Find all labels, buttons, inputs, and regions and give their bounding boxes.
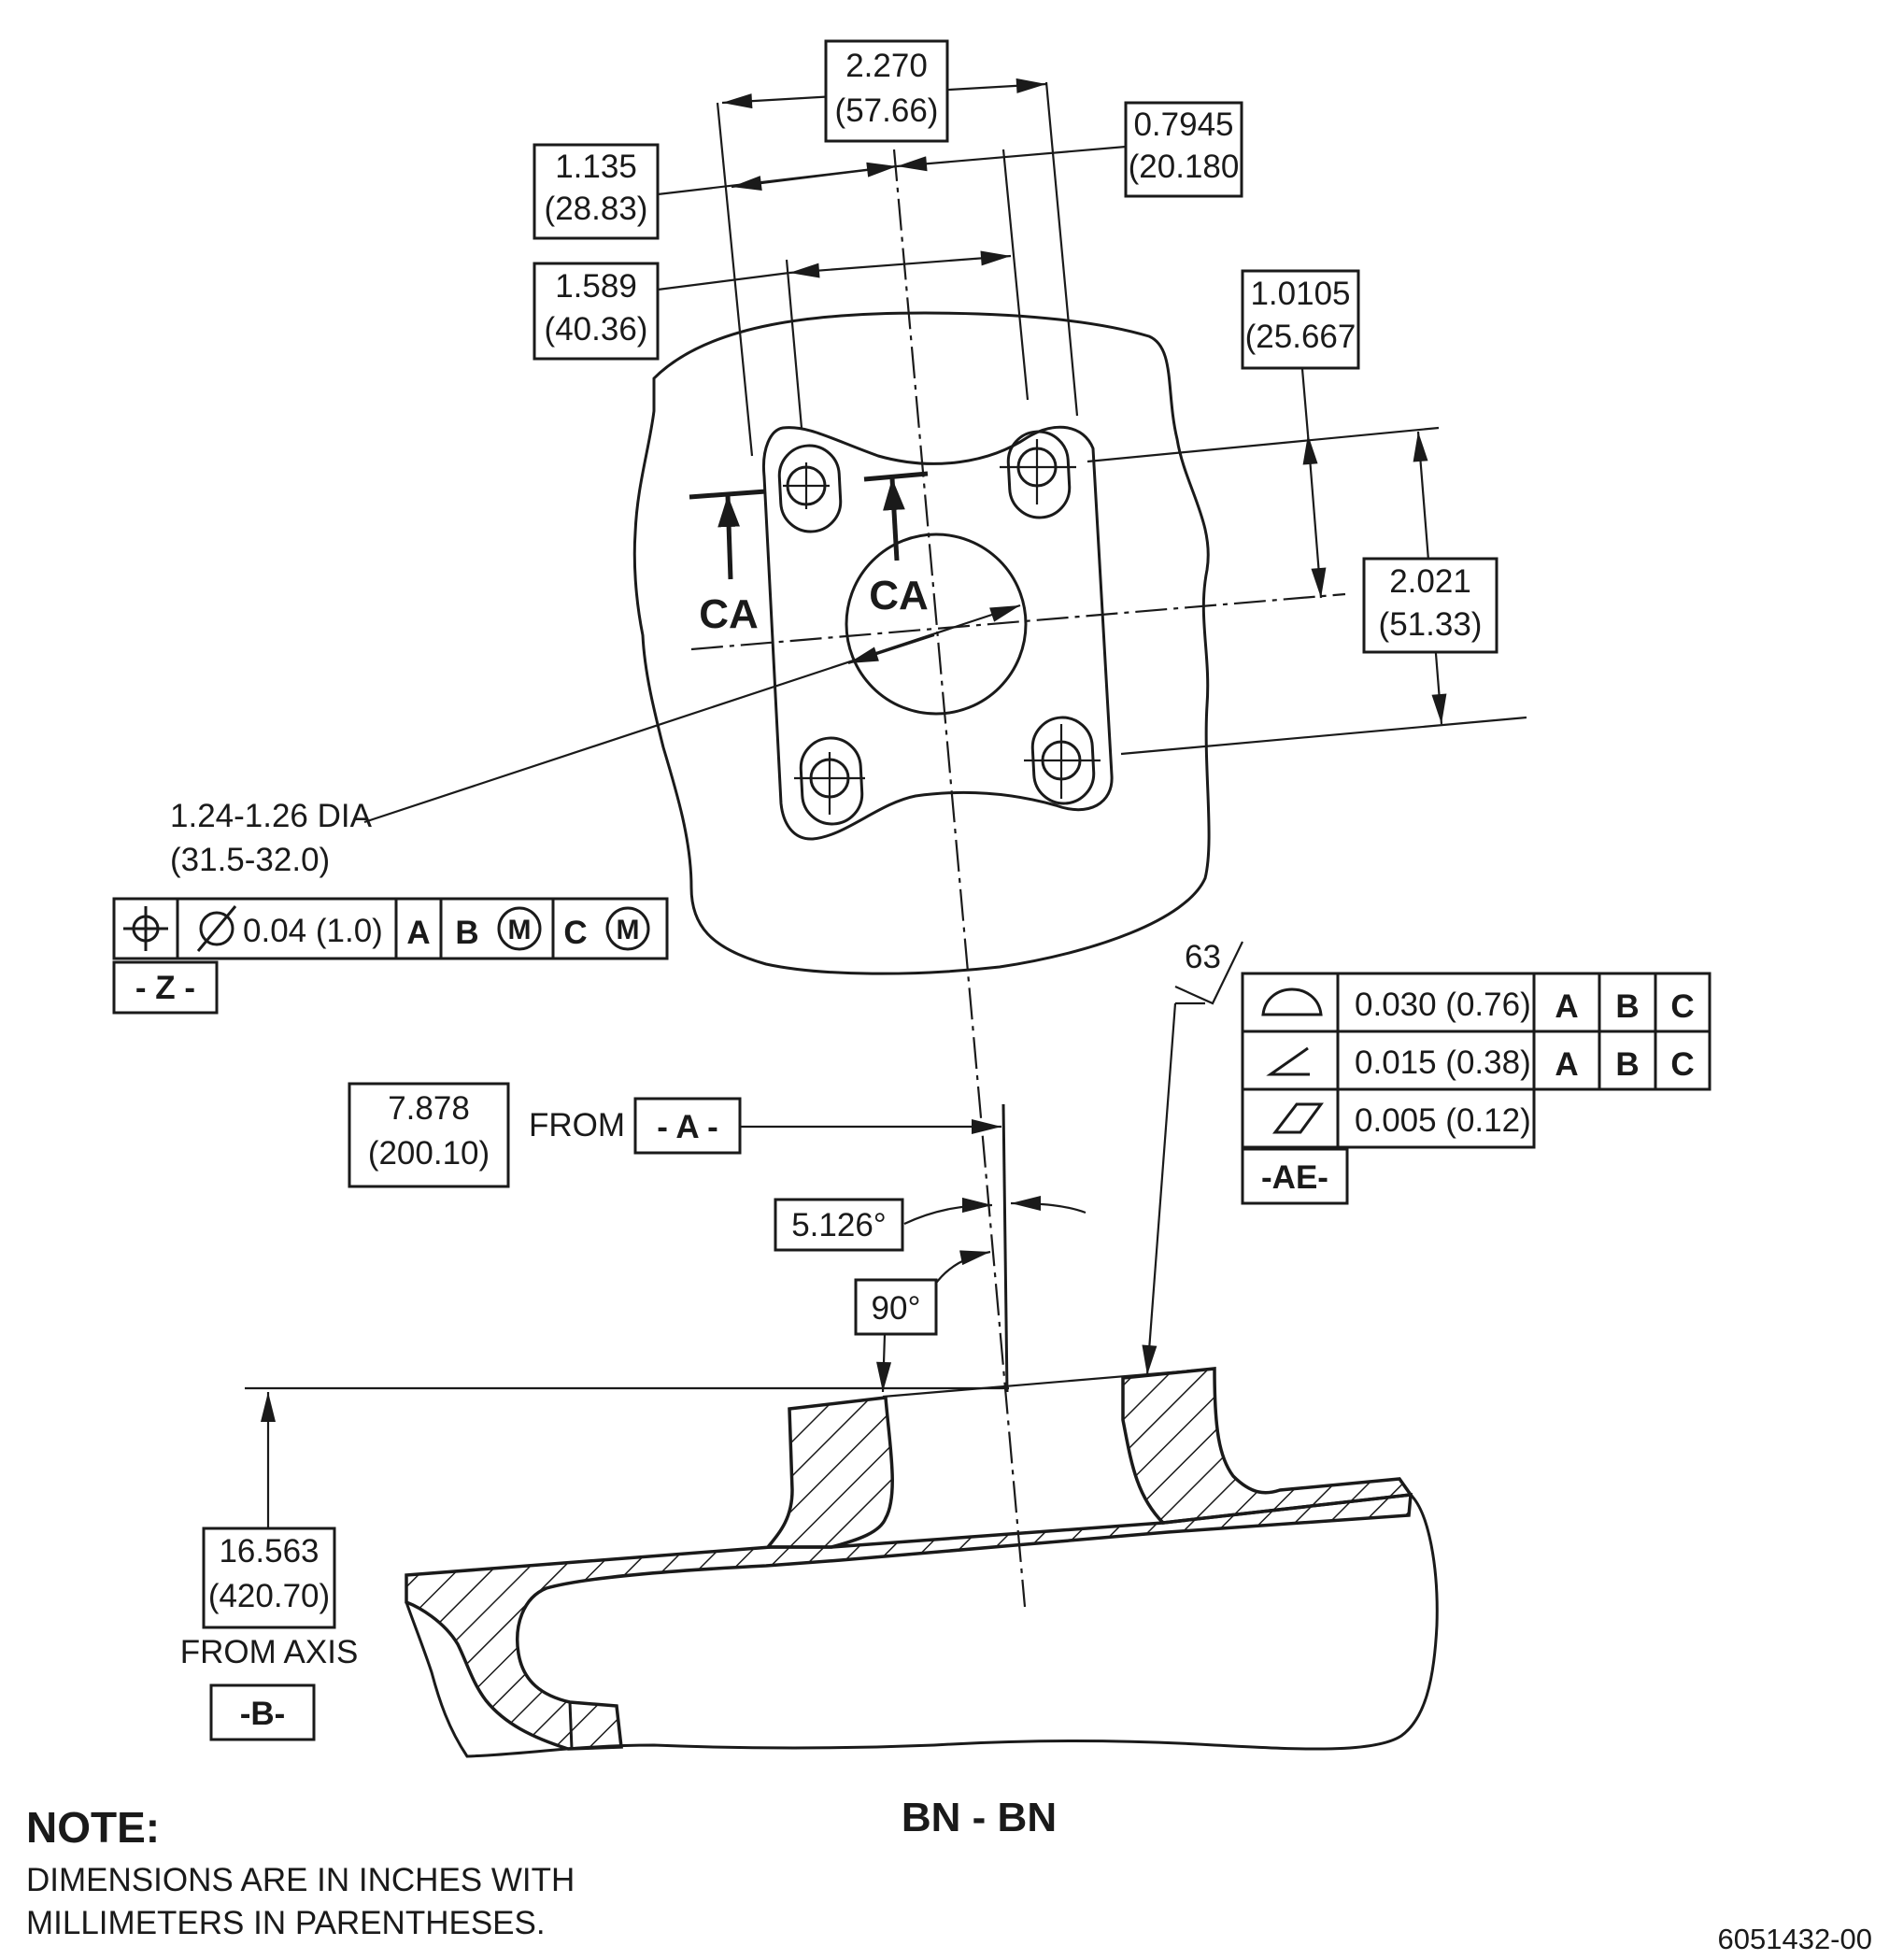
central-bore bbox=[845, 533, 1028, 716]
boss-right-section bbox=[1121, 1367, 1414, 1525]
datum-ae-label: -AE- bbox=[1261, 1159, 1328, 1196]
drawing-number: 6051432-00 bbox=[1718, 1923, 1873, 1955]
dim-2021-in: 2.021 bbox=[1389, 563, 1471, 600]
fcf-row1-datum-a: A bbox=[1555, 988, 1578, 1025]
dim-10105-mm: (25.667 bbox=[1245, 319, 1356, 355]
bore-dia-label: 1.24-1.26 DIA bbox=[170, 798, 373, 834]
fcf-row2-tolerance: 0.015 (0.38) bbox=[1355, 1044, 1531, 1081]
section-title: BN - BN bbox=[902, 1795, 1057, 1840]
dim-1135-in: 1.135 bbox=[555, 149, 637, 185]
angle-90: 90° bbox=[872, 1290, 921, 1327]
fcf-row1-datum-c: C bbox=[1670, 988, 1694, 1025]
dim-1589-in: 1.589 bbox=[555, 268, 637, 305]
from-axis-label: FROM AXIS bbox=[180, 1634, 359, 1670]
dim-1135-mm: (28.83) bbox=[545, 191, 648, 227]
position-datum-b: B bbox=[455, 915, 478, 951]
position-fcf: 0.04 (1.0) A B M C M bbox=[112, 897, 669, 960]
bolt-hole-bottom-left bbox=[794, 736, 865, 826]
bolt-hole-top-right bbox=[1000, 430, 1076, 519]
housing-outline bbox=[405, 1493, 1439, 1758]
flange-pad-outline bbox=[761, 425, 1114, 841]
cutting-plane-label-left: CA bbox=[699, 591, 759, 637]
casting-outline bbox=[632, 311, 1211, 975]
dim-07945-mm: (20.180 bbox=[1129, 149, 1240, 185]
dim-1589-mm: (40.36) bbox=[545, 311, 648, 348]
datum-a-label: - A - bbox=[657, 1109, 717, 1145]
fcf-row3-tolerance: 0.005 (0.12) bbox=[1355, 1102, 1531, 1139]
position-datum-a: A bbox=[406, 915, 430, 951]
vertical-centerline bbox=[892, 149, 1027, 1608]
surface-finish-icon bbox=[1174, 941, 1243, 1005]
note-line-1: DIMENSIONS ARE IN INCHES WITH bbox=[26, 1862, 575, 1898]
bore-dia-mm: (31.5-32.0) bbox=[170, 842, 330, 878]
position-tolerance: 0.04 (1.0) bbox=[243, 913, 383, 949]
mmc-modifier-icon-2 bbox=[605, 906, 650, 951]
diameter-symbol-icon bbox=[196, 905, 237, 952]
fcf-row1-datum-b: B bbox=[1615, 988, 1639, 1025]
from-label: FROM bbox=[529, 1107, 625, 1143]
flange-plan-view bbox=[363, 78, 1527, 1608]
horizontal-centerline bbox=[690, 592, 1346, 651]
angle-5126: 5.126° bbox=[791, 1207, 887, 1243]
dim-16563-mm: (420.70) bbox=[208, 1578, 330, 1614]
profile-fcf: 0.030 (0.76) A B C 0.015 (0.38) A B C 0.… bbox=[1241, 972, 1711, 1149]
dim-2270-mm: (57.66) bbox=[835, 92, 939, 129]
datum-b-label: -B- bbox=[240, 1696, 286, 1732]
flatness-icon bbox=[1271, 1102, 1324, 1134]
bolt-hole-top-left bbox=[777, 444, 843, 533]
note-line-2: MILLIMETERS IN PARENTHESES. bbox=[26, 1905, 546, 1941]
dim-10105-in: 1.0105 bbox=[1250, 276, 1350, 312]
note-heading: NOTE: bbox=[26, 1803, 160, 1852]
fcf-row1-tolerance: 0.030 (0.76) bbox=[1355, 987, 1531, 1023]
fcf-row2-datum-b: B bbox=[1615, 1046, 1639, 1083]
cutting-plane-label-right: CA bbox=[869, 573, 929, 618]
fcf-row2-datum-a: A bbox=[1555, 1046, 1578, 1083]
wall-section bbox=[405, 1493, 1413, 1751]
angularity-icon bbox=[1266, 1046, 1310, 1076]
position-symbol-icon bbox=[123, 906, 168, 951]
dim-16563-in: 16.563 bbox=[219, 1533, 319, 1569]
position-modifier-c: M bbox=[617, 915, 640, 945]
dim-7878-mm: (200.10) bbox=[368, 1135, 490, 1172]
position-modifier-b: M bbox=[508, 915, 532, 945]
surface-finish-value: 63 bbox=[1185, 939, 1221, 975]
fcf-row2-datum-c: C bbox=[1670, 1046, 1694, 1083]
dim-7878-in: 7.878 bbox=[388, 1090, 470, 1127]
position-datum-c: C bbox=[563, 915, 587, 951]
profile-of-surface-icon bbox=[1261, 987, 1323, 1016]
dim-2270-in: 2.270 bbox=[845, 48, 928, 84]
mmc-modifier-icon bbox=[497, 906, 542, 951]
dim-07945-in: 0.7945 bbox=[1133, 107, 1233, 143]
boss-left-section bbox=[764, 1396, 894, 1549]
section-view bbox=[245, 941, 1439, 1758]
datum-z-label: - Z - bbox=[135, 970, 195, 1006]
bolt-hole-bottom-right bbox=[1024, 716, 1101, 805]
dim-2021-mm: (51.33) bbox=[1379, 606, 1483, 643]
